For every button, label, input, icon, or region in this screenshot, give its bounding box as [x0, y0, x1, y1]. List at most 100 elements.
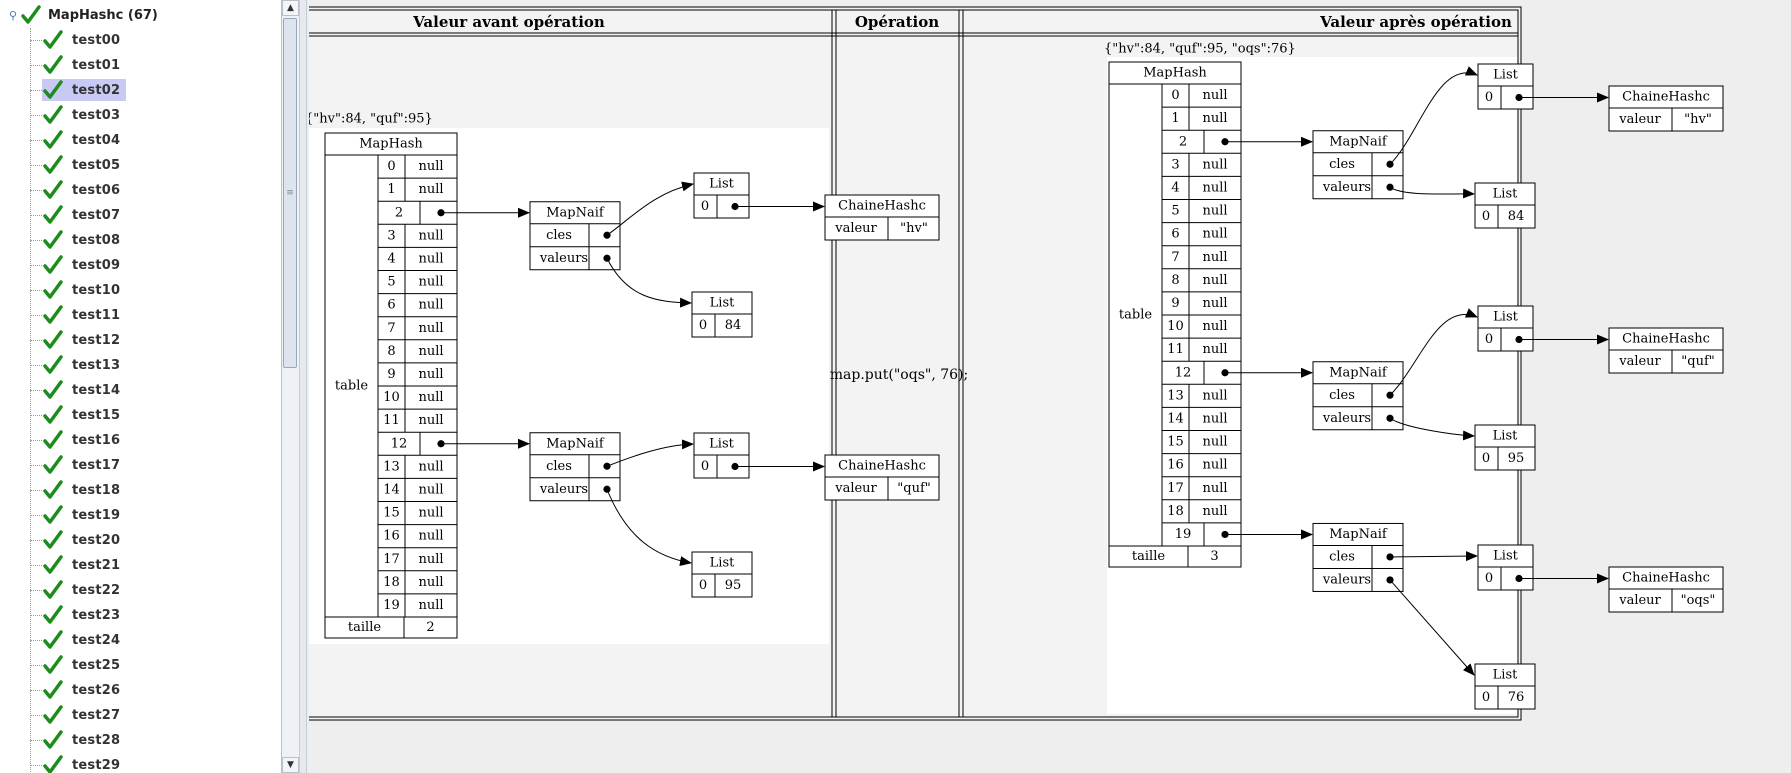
row-null: null [1202, 296, 1227, 311]
tree-item-body[interactable]: test26 [42, 679, 126, 701]
tree-connector [30, 739, 42, 741]
checkmark-icon [43, 680, 63, 699]
tree-item-test04[interactable]: test04 [30, 128, 126, 152]
tree-item-test20[interactable]: test20 [30, 528, 126, 552]
valeurs-arrow [606, 489, 692, 567]
tree-item-body[interactable]: test07 [42, 204, 126, 226]
tree-item-test12[interactable]: test12 [30, 328, 126, 352]
arrow-up-icon[interactable]: ▲ [282, 0, 299, 16]
tree-item-test19[interactable]: test19 [30, 503, 126, 527]
tree-item-body[interactable]: test15 [42, 404, 126, 426]
tree-item-label: test08 [72, 232, 121, 248]
tree-item-body[interactable]: test24 [42, 629, 126, 651]
tree-item-test27[interactable]: test27 [30, 703, 126, 727]
tree-item-body[interactable]: test22 [42, 579, 126, 601]
tree-item-test21[interactable]: test21 [30, 553, 126, 577]
tree-item-test05[interactable]: test05 [30, 153, 126, 177]
tree-item-body[interactable]: test17 [42, 454, 126, 476]
tree-item-test06[interactable]: test06 [30, 178, 126, 202]
tree-item-body[interactable]: test01 [42, 54, 126, 76]
tree-toggle-icon[interactable]: ⚲ [8, 8, 18, 22]
tree-item-body[interactable]: test05 [42, 154, 126, 176]
tree-item-test00[interactable]: test00 [30, 28, 126, 52]
row-index: 14 [1167, 411, 1184, 426]
row-null: null [1202, 458, 1227, 473]
chaine-value: "oqs" [1681, 593, 1716, 608]
tree-item-body[interactable]: test20 [42, 529, 126, 551]
tree-connector [30, 414, 42, 416]
tree-item-test24[interactable]: test24 [30, 628, 126, 652]
tree-item-test25[interactable]: test25 [30, 653, 126, 677]
tree-item-body[interactable]: test21 [42, 554, 126, 576]
tree-item-body[interactable]: test09 [42, 254, 126, 276]
arrow-down-icon[interactable]: ▼ [282, 757, 299, 773]
chaine-field: valeur [834, 481, 877, 496]
tree-item-test02[interactable]: test02 [30, 78, 127, 102]
split-pane-divider[interactable] [299, 0, 307, 773]
tree-item-body[interactable]: test14 [42, 379, 126, 401]
cles-arrow [1389, 551, 1478, 562]
tree-item-test11[interactable]: test11 [30, 303, 126, 327]
checkmark-icon [43, 505, 63, 524]
scroll-thumb[interactable]: ≡ [283, 18, 297, 368]
row-null: null [418, 482, 443, 497]
tree-item-test03[interactable]: test03 [30, 103, 126, 127]
tree-item-test23[interactable]: test23 [30, 603, 126, 627]
list-values-title: List [1493, 668, 1518, 683]
tree-item-body[interactable]: test29 [42, 754, 126, 773]
tree-item-test28[interactable]: test28 [30, 728, 126, 752]
tree-item-body[interactable]: test27 [42, 704, 126, 726]
tree-item-test09[interactable]: test09 [30, 253, 126, 277]
tree-item-body[interactable]: test12 [42, 329, 126, 351]
tree-item-body[interactable]: test18 [42, 479, 126, 501]
tree-item-test10[interactable]: test10 [30, 278, 126, 302]
checkmark-icon [43, 405, 63, 424]
tree-scrollbar[interactable]: ▲ ≡ ▼ [281, 0, 299, 773]
chaine-value: "hv" [1684, 112, 1712, 127]
list-keys-index: 0 [1485, 571, 1493, 586]
tree-root-node[interactable]: ⚲ MapHashc (67) [6, 3, 158, 27]
tree-item-test16[interactable]: test16 [30, 428, 126, 452]
tree-item-body[interactable]: test19 [42, 504, 126, 526]
tree-item-body[interactable]: test23 [42, 604, 126, 626]
tree-item-body[interactable]: test03 [42, 104, 126, 126]
tree-item-test29[interactable]: test29 [30, 753, 126, 773]
tree-item-label: test13 [72, 357, 121, 373]
tree-item-body[interactable]: test00 [42, 29, 126, 51]
tree-item-body[interactable]: test06 [42, 179, 126, 201]
tree-connector [30, 314, 42, 316]
checkmark-icon [43, 380, 63, 399]
tree-item-test01[interactable]: test01 [30, 53, 126, 77]
tree-item-test07[interactable]: test07 [30, 203, 126, 227]
list-keys-title: List [1493, 68, 1518, 83]
checkmark-icon [43, 430, 63, 449]
tree-item-test08[interactable]: test08 [30, 228, 126, 252]
row-null: null [1202, 504, 1227, 519]
tree-item-label: test03 [72, 107, 121, 123]
tree-item-body[interactable]: test16 [42, 429, 126, 451]
tree-item-body[interactable]: test25 [42, 654, 126, 676]
row-index: 8 [1171, 273, 1179, 288]
tree-item-test26[interactable]: test26 [30, 678, 126, 702]
tree-item-body[interactable]: test28 [42, 729, 126, 751]
tree-item-test15[interactable]: test15 [30, 403, 126, 427]
tree-item-body[interactable]: test04 [42, 129, 126, 151]
tree-item-test17[interactable]: test17 [30, 453, 126, 477]
tree-item-body[interactable]: test13 [42, 354, 126, 376]
tree-item-body[interactable]: test11 [42, 304, 126, 326]
tree-item-label: test17 [72, 457, 121, 473]
tree-item-body[interactable]: test08 [42, 229, 126, 251]
row-index: 10 [1167, 319, 1184, 334]
tree-item-label: test00 [72, 32, 121, 48]
tree-item-body[interactable]: test10 [42, 279, 126, 301]
tree-item-test18[interactable]: test18 [30, 478, 126, 502]
test-tree-panel[interactable]: ⚲ MapHashc (67) test00 test01 test02 test03… [0, 0, 285, 773]
list-keys-index: 0 [1485, 90, 1493, 105]
tree-item-test22[interactable]: test22 [30, 578, 126, 602]
tree-connector [30, 339, 42, 341]
row-index: 5 [387, 275, 395, 290]
tree-item-test13[interactable]: test13 [30, 353, 126, 377]
tree-item-body[interactable]: test02 [42, 79, 127, 101]
tree-item-test14[interactable]: test14 [30, 378, 126, 402]
